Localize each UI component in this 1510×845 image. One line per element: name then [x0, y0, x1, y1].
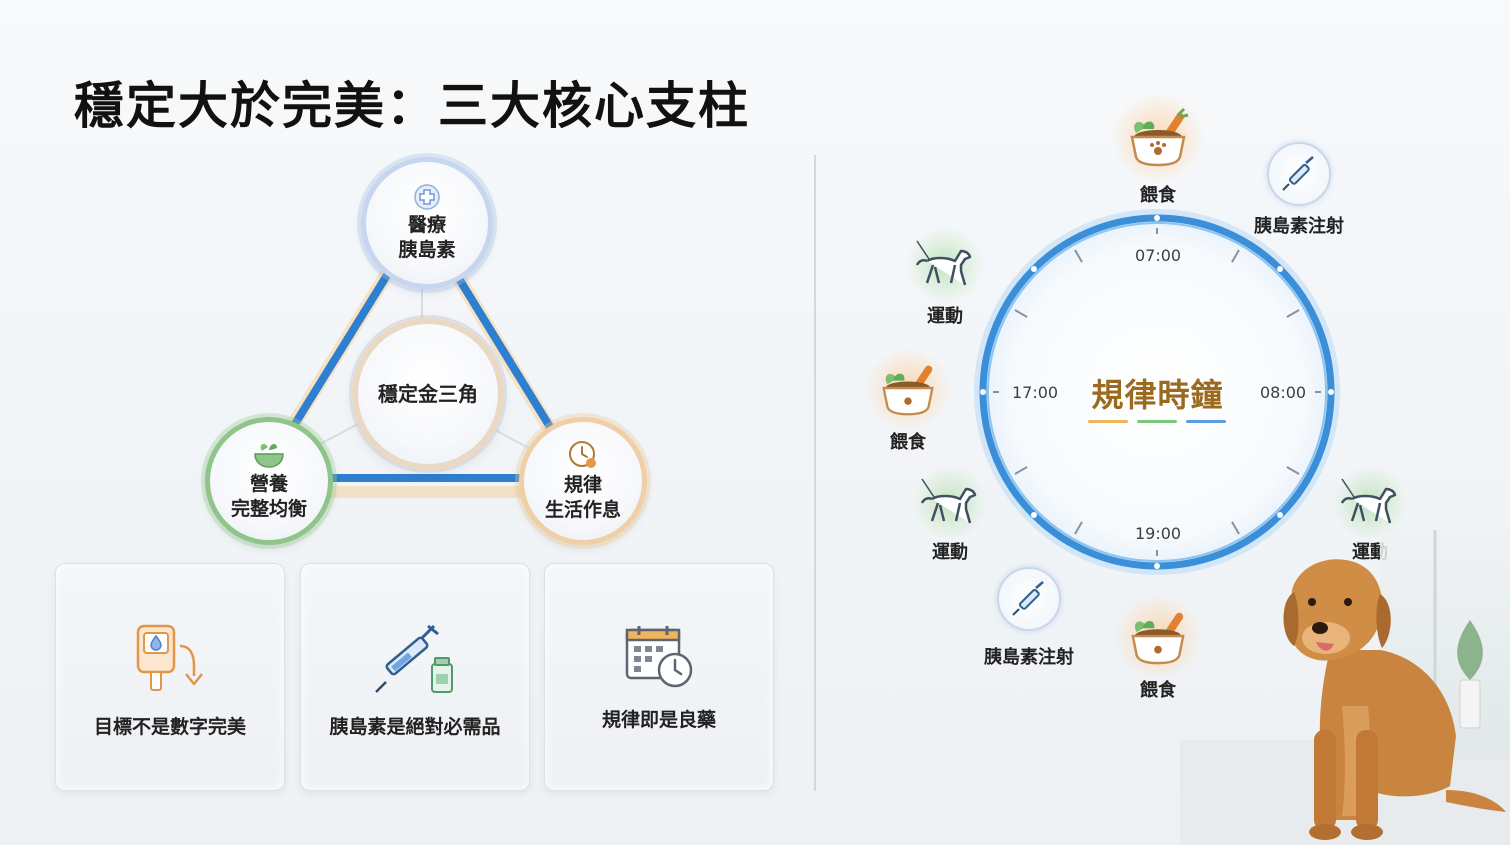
- insulin-top-label: 胰島素注射: [1254, 216, 1344, 237]
- center-label: 穩定金三角: [378, 381, 478, 406]
- syringe-vial-icon: [375, 624, 453, 693]
- time-left: 17:00: [1012, 383, 1059, 402]
- clock-tick: [1014, 466, 1028, 475]
- clock-paw-icon: [569, 441, 596, 468]
- feed-top-label: 餵食: [1140, 185, 1176, 206]
- medical-label: 醫療: [407, 214, 446, 236]
- insulin-label: 胰島素: [398, 239, 456, 261]
- clock-ring-dot: [1030, 512, 1037, 519]
- clock-ring-dot: [1154, 563, 1160, 569]
- card-routine-label: 規律即是良藥: [601, 709, 716, 731]
- calendar-clock-icon: [625, 626, 693, 688]
- feed-bottom-label: 餵食: [1140, 680, 1176, 701]
- clock-tick: [1231, 249, 1240, 263]
- food-bowl-icon: [882, 365, 934, 416]
- underline-orange: [1088, 420, 1128, 423]
- activity-walk-bottomleft: 運動: [910, 468, 990, 564]
- card-routine-medicine: 規律即是良藥: [544, 563, 774, 791]
- glucose-meter-icon: [136, 624, 203, 691]
- clock-ring-dot: [1328, 389, 1334, 395]
- walk-right-label: 運動: [1352, 542, 1388, 563]
- clock-ring-dot: [1154, 215, 1160, 221]
- feed-left-label: 餵食: [890, 432, 926, 453]
- activity-insulin-bottom: 胰島素注射: [975, 567, 1083, 669]
- clock-tick: [1286, 466, 1300, 475]
- clock-ring-dot: [1030, 265, 1037, 272]
- clock-tick: [1014, 309, 1028, 318]
- routine-label: 規律: [563, 474, 602, 496]
- syringe-icon: [1012, 581, 1044, 616]
- clock-tick: [1231, 521, 1240, 535]
- section-divider: [814, 155, 816, 791]
- stability-triangle-center: 穩定金三角: [352, 318, 504, 470]
- time-right: 08:00: [1260, 383, 1307, 402]
- pillar-routine-node: 規律 生活作息: [519, 417, 647, 545]
- underline-blue: [1186, 420, 1226, 423]
- food-bowl-icon: [1130, 107, 1189, 167]
- card-goal-not-perfect: 目標不是數字完美: [55, 563, 285, 791]
- medical-cross-icon: [414, 184, 440, 210]
- time-top: 07:00: [1135, 246, 1182, 265]
- daily-schedule-label: 生活作息: [544, 499, 621, 521]
- nutrition-label: 營養: [249, 473, 288, 495]
- clock-ring-dot: [980, 389, 986, 395]
- golden-retriever-illustration: [1180, 530, 1510, 845]
- clock-tick: [1286, 309, 1300, 318]
- dog-walking-icon: [915, 240, 972, 286]
- activity-feed-bottom: 餵食: [1110, 598, 1206, 702]
- dog-walking-icon: [1340, 478, 1397, 524]
- clock-tick: [1074, 521, 1083, 535]
- pillar-nutrition-node: 營養 完整均衡: [205, 417, 333, 545]
- clock-ring-dot: [1277, 512, 1284, 519]
- card-insulin-label: 胰島素是絕對必需品: [329, 716, 501, 738]
- card-goal-label: 目標不是數字完美: [93, 716, 246, 738]
- underline-green: [1137, 420, 1177, 423]
- pillar-medical-node: 醫療 胰島素: [361, 157, 493, 289]
- card-insulin-essential: 胰島素是絕對必需品: [300, 563, 530, 791]
- activity-walk-right: 運動: [1330, 468, 1410, 564]
- time-bottom: 19:00: [1135, 524, 1182, 543]
- activity-insulin-top: 胰島素注射: [1245, 142, 1353, 238]
- insulin-bottom-label: 胰島素注射: [984, 647, 1074, 668]
- page-title: 穩定大於完美：三大核心支柱: [74, 77, 750, 135]
- walk-bottomleft-label: 運動: [932, 542, 968, 563]
- syringe-icon: [1282, 156, 1314, 191]
- activity-feed-top: 餵食: [1110, 95, 1206, 207]
- dog-walking-icon: [920, 478, 977, 524]
- food-bowl-icon: [1131, 612, 1185, 665]
- activity-walk-topleft: 運動: [905, 228, 985, 328]
- routine-clock-ring: [974, 209, 1340, 575]
- food-bowl-icon: [254, 444, 284, 468]
- clock-tick: [1074, 249, 1083, 263]
- clock-ring-dot: [1277, 265, 1284, 272]
- clock-title: 規律時鐘: [1091, 376, 1224, 414]
- activity-feed-left: 餵食: [862, 350, 954, 454]
- balanced-label: 完整均衡: [230, 498, 307, 520]
- walk-topleft-label: 運動: [927, 306, 963, 327]
